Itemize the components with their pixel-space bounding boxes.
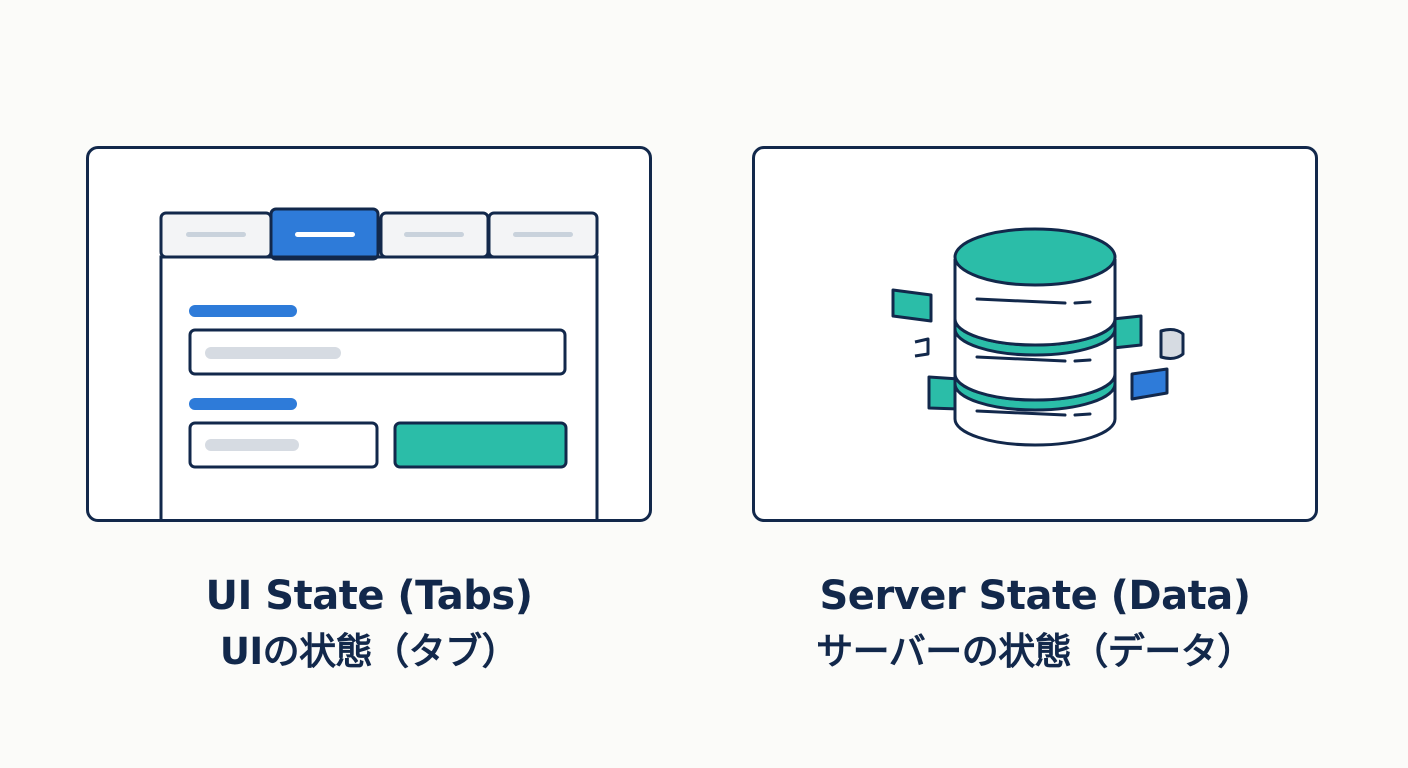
ui-state-caption: UI State (Tabs) UIの状態（タブ） <box>86 568 652 680</box>
database-middle-layer <box>953 318 1117 402</box>
submit-button[interactable] <box>393 421 568 469</box>
data-chip-mid-right <box>1159 328 1185 360</box>
window-frame <box>159 255 599 519</box>
database-bottom-layer <box>953 373 1117 447</box>
tab-2-active[interactable] <box>269 207 380 261</box>
tab-4[interactable] <box>487 211 599 259</box>
server-state-panel <box>752 146 1318 522</box>
data-chip-bottom-right <box>1130 367 1169 401</box>
server-state-caption: Server State (Data) サーバーの状態（データ） <box>752 568 1318 680</box>
database-icon <box>891 227 1185 447</box>
ui-state-subtitle: UIの状態（タブ） <box>219 630 519 673</box>
database-lid <box>953 227 1117 287</box>
tab-1[interactable] <box>159 211 273 259</box>
ui-state-title: UI State (Tabs) <box>205 573 533 619</box>
data-chip-top-right <box>1111 314 1143 350</box>
tabbed-form-illustration <box>159 207 599 519</box>
server-state-subtitle: サーバーの状態（データ） <box>816 630 1254 673</box>
field-1-input[interactable] <box>188 328 567 376</box>
field-2-label <box>189 398 297 410</box>
ui-state-panel <box>86 146 652 522</box>
data-chip-top-left <box>891 288 933 323</box>
data-chip-mid-left <box>914 337 930 358</box>
server-state-title: Server State (Data) <box>819 573 1252 619</box>
field-1-label <box>189 305 297 317</box>
tab-3[interactable] <box>379 211 490 259</box>
field-2-input[interactable] <box>188 421 379 469</box>
